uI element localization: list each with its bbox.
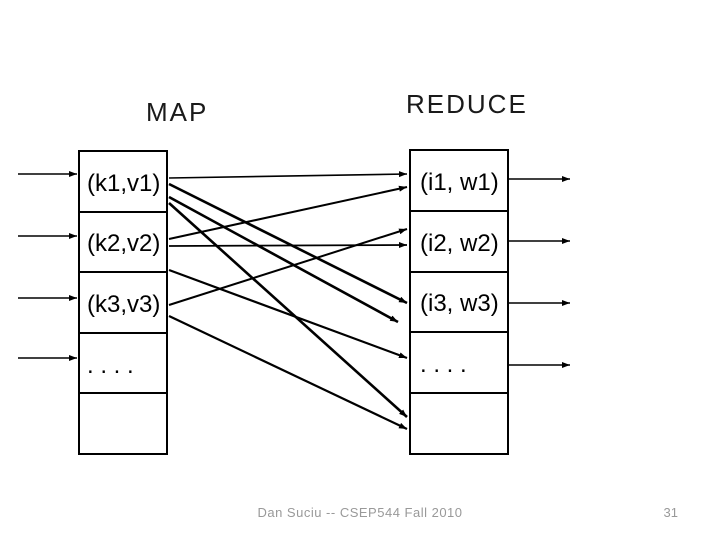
reduce-cell-5 [411, 392, 507, 453]
shuffle-connector-k3-to-i2 [168, 228, 408, 306]
shuffle-connector-k2-to-reduce-dots [168, 268, 408, 360]
map-column-title: MAP [146, 97, 209, 127]
shuffle-connector-k1-to-i3 [168, 182, 408, 305]
shuffle-connector-k1-to-i3-area [168, 195, 399, 324]
shuffle-connector-k2-to-i1 [168, 185, 408, 240]
footer-text: Dan Suciu -- CSEP544 Fall 2010 [257, 505, 463, 520]
map-box: (k1,v1) (k2,v2)(k3,v3). . . . [78, 150, 168, 455]
page-number: 31 [663, 505, 678, 520]
shuffle-connector-k2-to-i2 [168, 242, 408, 249]
reduce-cell-1: (i1, w1) [420, 168, 499, 196]
map-cell-5 [80, 392, 166, 453]
shuffle-connector-k1-to-i1 [168, 171, 408, 179]
map-cell-2: (k2,v2) [80, 210, 166, 272]
reduce-cell-4: . . . . [411, 331, 507, 392]
reduce-cell-3: (i3, w3) [411, 270, 507, 332]
shuffle-connector-k1-to-reduce-empty [168, 202, 408, 418]
map-cell-4: . . . . [80, 331, 166, 393]
map-cell-3: (k3,v3) [80, 271, 166, 332]
map-cell-1: (k1,v1) [87, 169, 161, 197]
reduce-cell-2: (i2, w2) [411, 209, 507, 271]
reduce-box: (i1, w1) (i2, w2)(i3, w3). . . . [409, 149, 509, 455]
shuffle-connector-k3-to-reduce-empty [168, 315, 408, 430]
reduce-column-title: REDUCE [406, 89, 528, 119]
